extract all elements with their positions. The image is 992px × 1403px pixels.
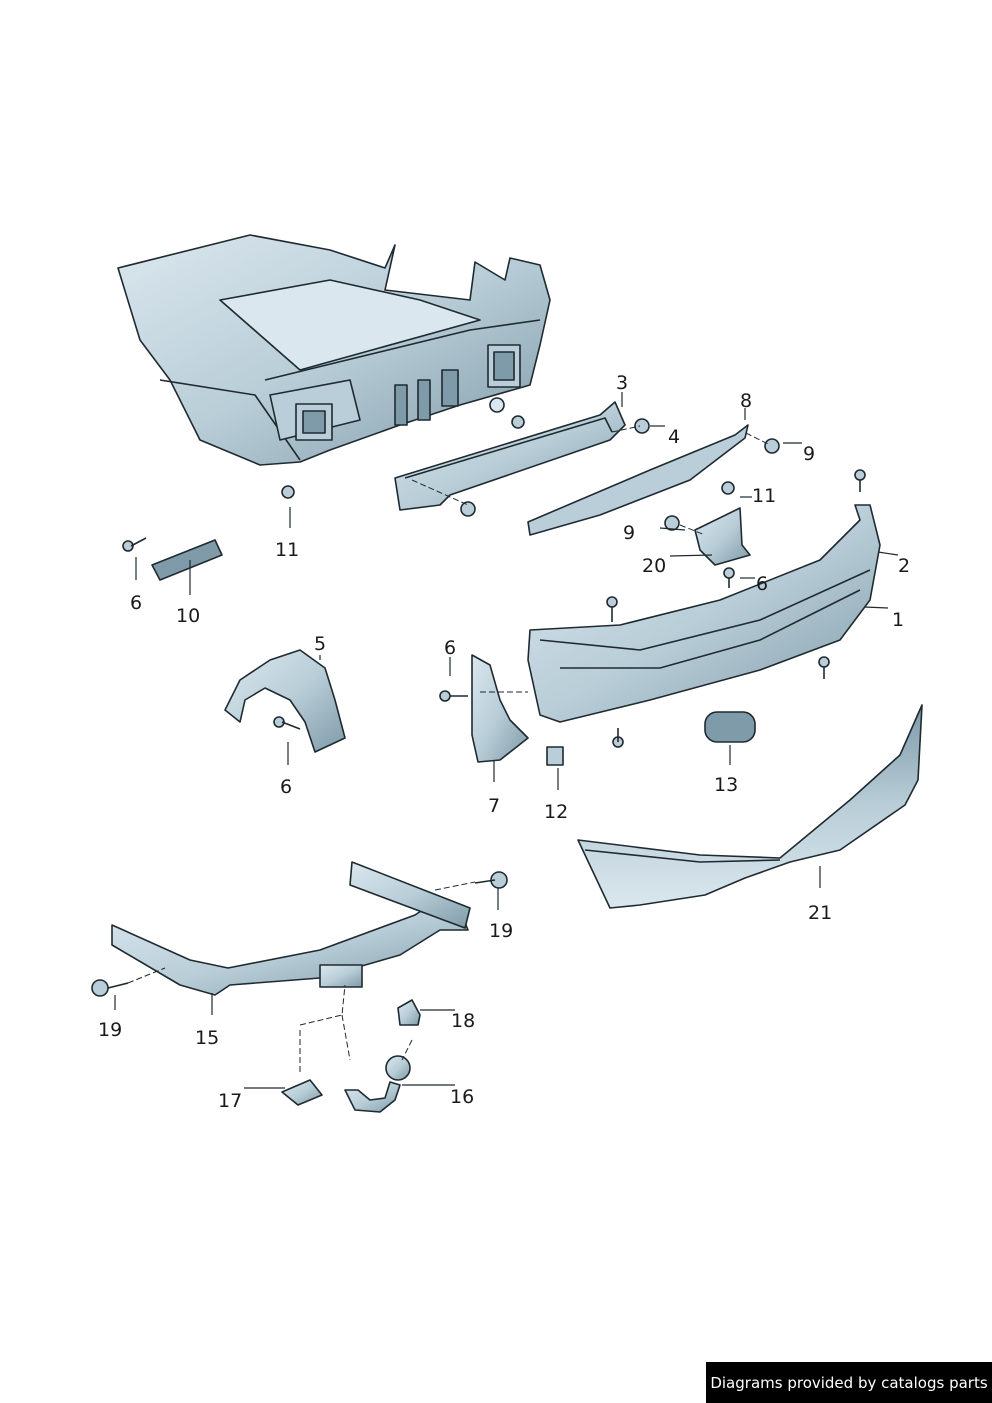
bumper-diffuser bbox=[577, 704, 923, 909]
bumper-cover bbox=[527, 504, 881, 723]
rear-body-panel bbox=[117, 234, 551, 466]
callout-18: 18 bbox=[451, 1010, 476, 1032]
socket bbox=[281, 1079, 323, 1106]
callout-3: 3 bbox=[616, 372, 629, 394]
callout-6: 6 bbox=[280, 776, 293, 798]
callout-9: 9 bbox=[623, 522, 636, 544]
callout-6: 6 bbox=[444, 637, 457, 659]
callout-16: 16 bbox=[450, 1086, 475, 1108]
callout-6: 6 bbox=[756, 573, 769, 595]
callout-5: 5 bbox=[314, 633, 327, 655]
reflector bbox=[704, 711, 756, 743]
callout-6: 6 bbox=[130, 592, 143, 614]
callout-11: 11 bbox=[752, 485, 777, 507]
tow-bar-bracket bbox=[111, 861, 471, 996]
cap bbox=[397, 999, 421, 1026]
callout-17: 17 bbox=[218, 1090, 243, 1112]
assembly-lines bbox=[127, 425, 771, 1075]
callout-21: 21 bbox=[808, 902, 833, 924]
mud-flap bbox=[471, 654, 529, 763]
callout-4: 4 bbox=[668, 426, 681, 448]
callout-19: 19 bbox=[98, 1019, 123, 1041]
callout-15: 15 bbox=[195, 1027, 220, 1049]
fasteners bbox=[91, 415, 866, 997]
credit-banner: Diagrams provided by catalogs parts bbox=[706, 1362, 992, 1403]
wheel-housing-liner bbox=[224, 649, 346, 753]
bracket bbox=[694, 507, 751, 566]
callout-2: 2 bbox=[898, 555, 911, 577]
ball-head bbox=[344, 1055, 411, 1113]
callout-7: 7 bbox=[488, 795, 501, 817]
callout-13: 13 bbox=[714, 774, 739, 796]
callout-20: 20 bbox=[642, 555, 667, 577]
leader-lines bbox=[114, 392, 899, 1089]
callout-19: 19 bbox=[489, 920, 514, 942]
clip bbox=[546, 746, 564, 766]
protective-strip bbox=[151, 539, 223, 581]
guide-strip bbox=[527, 424, 749, 536]
callout-9: 9 bbox=[803, 443, 816, 465]
callout-10: 10 bbox=[176, 605, 201, 627]
callout-12: 12 bbox=[544, 801, 569, 823]
callout-11: 11 bbox=[275, 539, 300, 561]
callout-1: 1 bbox=[892, 609, 905, 631]
bumper-reinforcement bbox=[394, 401, 626, 511]
callout-8: 8 bbox=[740, 390, 753, 412]
